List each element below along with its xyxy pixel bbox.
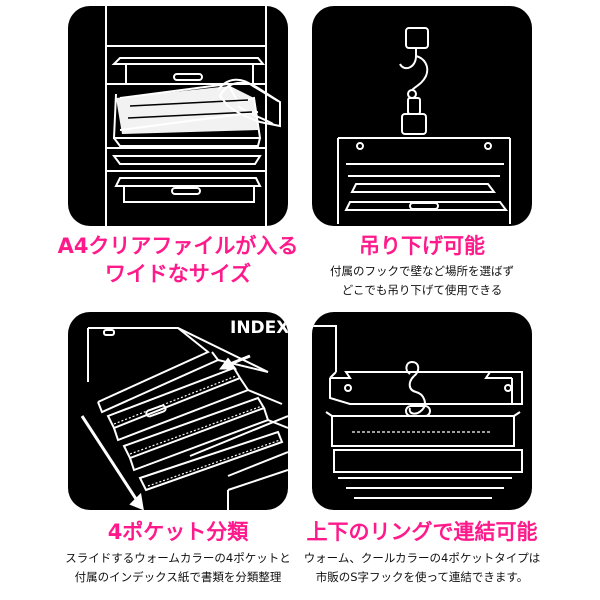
organizer-with-file-illustration xyxy=(105,6,281,226)
feature-title-hanging-text: 吊り下げ可能 xyxy=(359,234,485,258)
sliding-pockets-illustration xyxy=(80,327,288,510)
feature-desc-linking-line2: 市販のS字フックを使って連結できます。 xyxy=(315,570,529,584)
s-hook-linking-illustration xyxy=(312,325,523,499)
feature-desc-hanging-line1: 付属のフックで壁など場所を選ばず xyxy=(330,264,514,278)
pockets-illustration-panel: INDEX xyxy=(68,312,288,510)
feature-title-linking-text: 上下のリングで連結可能 xyxy=(306,520,538,544)
hook-hanging-illustration xyxy=(337,27,511,224)
feature-desc-pockets-line2: 付属のインデックス紙で書類を分類整理 xyxy=(74,570,282,584)
hanging-illustration-panel xyxy=(312,6,532,226)
feature-title-hanging: 吊り下げ可能 xyxy=(300,232,544,260)
feature-desc-linking: ウォーム、クールカラーの4ポケットタイプは 市販のS字フックを使って連結できます… xyxy=(294,549,550,587)
index-label: INDEX xyxy=(230,318,288,338)
linking-illustration-panel xyxy=(312,312,532,510)
feature-desc-hanging-line2: どこでも吊り下げて使用できる xyxy=(341,283,503,297)
feature-title-pockets-text: 4ポケット分類 xyxy=(107,520,249,544)
feature-desc-linking-line1: ウォーム、クールカラーの4ポケットタイプは xyxy=(303,551,541,565)
feature-title-a4-line2: ワイドなサイズ xyxy=(104,262,252,286)
feature-title-a4-line1: A4クリアファイルが入る xyxy=(57,234,299,258)
feature-title-linking: 上下のリングで連結可能 xyxy=(300,518,544,546)
feature-title-a4: A4クリアファイルが入る ワイドなサイズ xyxy=(44,232,312,288)
feature-desc-pockets: スライドするウォームカラーの4ポケットと 付属のインデックス紙で書類を分類整理 xyxy=(30,549,326,587)
feature-desc-pockets-line1: スライドするウォームカラーの4ポケットと xyxy=(65,551,291,565)
a4-illustration-panel xyxy=(68,6,288,226)
feature-title-pockets: 4ポケット分類 xyxy=(44,518,312,546)
feature-desc-hanging: 付属のフックで壁など場所を選ばず どこでも吊り下げて使用できる xyxy=(300,262,544,300)
